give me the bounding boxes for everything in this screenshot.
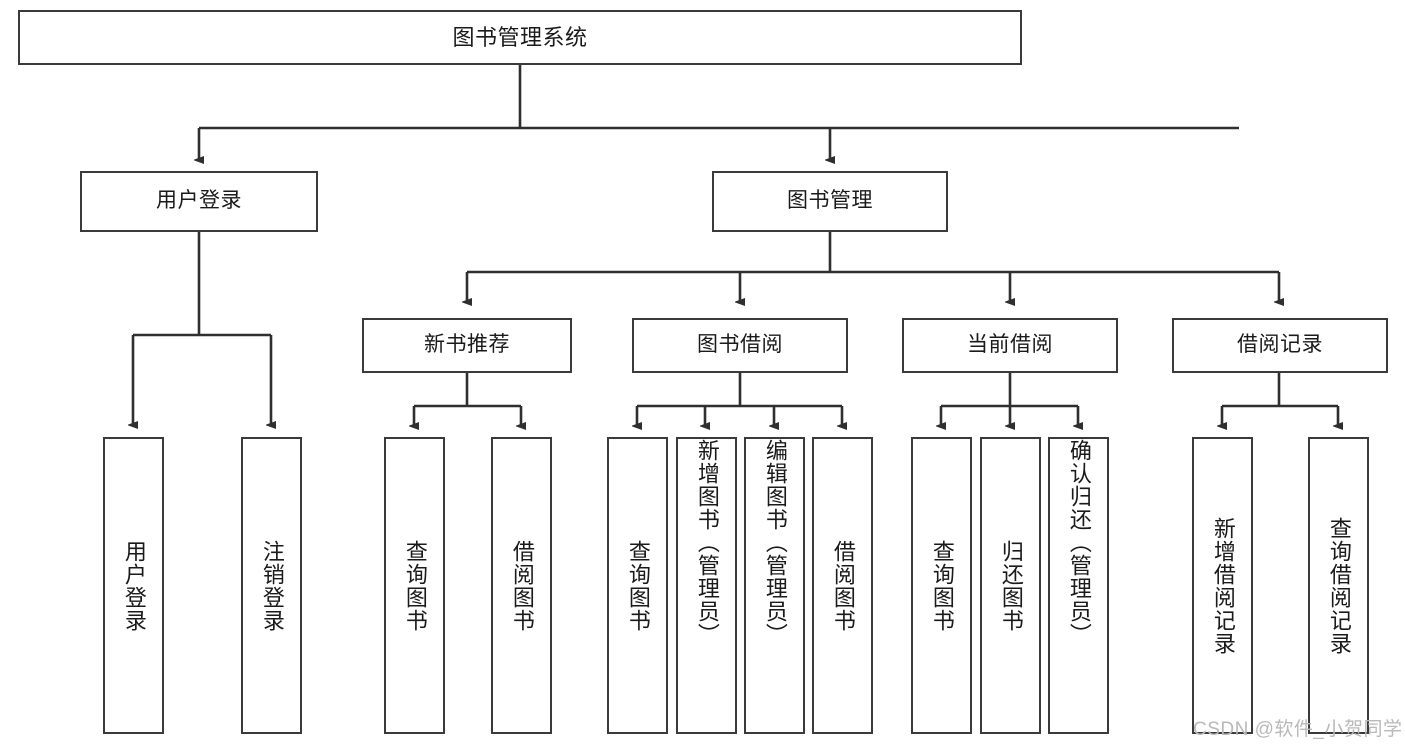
node-user-login[interactable]: 用户登录: [80, 171, 318, 232]
node-root-system[interactable]: 图书管理系统: [18, 10, 1022, 65]
leaf-borrow-book-recommend[interactable]: 借阅图书: [491, 437, 552, 734]
leaf-label: 注销登录: [259, 539, 285, 632]
node-label: 图书管理系统: [452, 24, 588, 50]
leaf-label: 确认归还（管理员）: [1066, 439, 1092, 646]
leaf-query-book-borrow[interactable]: 查询图书: [607, 437, 668, 734]
node-current-borrow[interactable]: 当前借阅: [902, 318, 1118, 373]
leaf-add-book-admin[interactable]: 新增图书（管理员）: [676, 437, 737, 734]
node-book-manage[interactable]: 图书管理: [712, 171, 948, 232]
node-label: 当前借阅: [967, 333, 1053, 357]
leaf-query-book-recommend[interactable]: 查询图书: [384, 437, 445, 734]
leaf-edit-book-admin[interactable]: 编辑图书（管理员）: [744, 437, 805, 734]
node-label: 用户登录: [156, 189, 242, 213]
leaf-label: 用户登录: [121, 539, 147, 632]
node-label: 新书推荐: [424, 333, 510, 357]
node-label: 图书管理: [787, 189, 873, 213]
leaf-user-login[interactable]: 用户登录: [103, 437, 164, 734]
csdn-watermark: CSDN @软件_小贺同学: [1193, 719, 1403, 740]
leaf-label: 新增借阅记录: [1210, 516, 1236, 655]
leaf-add-borrow-record[interactable]: 新增借阅记录: [1192, 437, 1253, 734]
leaf-confirm-return-admin[interactable]: 确认归还（管理员）: [1048, 437, 1109, 734]
leaf-label: 编辑图书（管理员）: [762, 439, 788, 646]
node-label: 图书借阅: [697, 333, 783, 357]
node-label: 借阅记录: [1237, 333, 1323, 357]
leaf-logout[interactable]: 注销登录: [241, 437, 302, 734]
leaf-label: 新增图书（管理员）: [694, 439, 720, 646]
leaf-query-book-current[interactable]: 查询图书: [911, 437, 972, 734]
node-new-book-recommend[interactable]: 新书推荐: [362, 318, 572, 373]
leaf-label: 查询图书: [402, 539, 428, 632]
leaf-return-book[interactable]: 归还图书: [980, 437, 1041, 734]
leaf-label: 查询图书: [625, 539, 651, 632]
node-borrow-record[interactable]: 借阅记录: [1172, 318, 1388, 373]
leaf-label: 查询图书: [929, 539, 955, 632]
leaf-label: 借阅图书: [830, 539, 856, 632]
leaf-label: 归还图书: [998, 539, 1024, 632]
leaf-query-borrow-record[interactable]: 查询借阅记录: [1308, 437, 1369, 734]
node-book-borrow[interactable]: 图书借阅: [632, 318, 848, 373]
leaf-label: 查询借阅记录: [1326, 516, 1352, 655]
leaf-label: 借阅图书: [509, 539, 535, 632]
leaf-borrow-book[interactable]: 借阅图书: [812, 437, 873, 734]
